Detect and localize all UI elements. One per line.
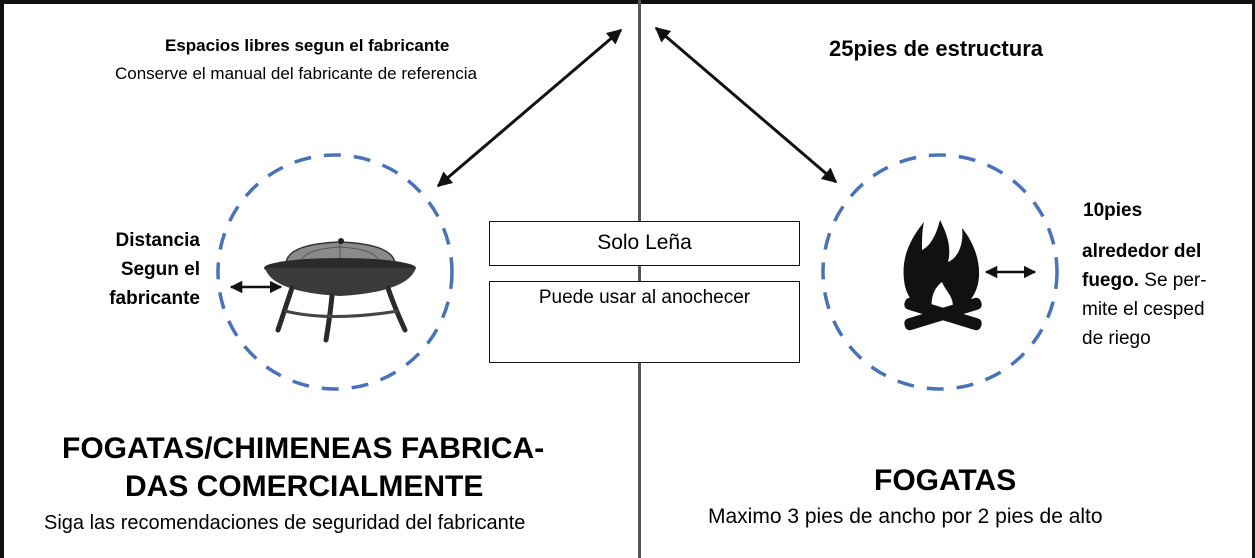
ten-feet-label: 10pies xyxy=(1083,200,1143,221)
clearance-note: Conserve el manual del fabricante de ref… xyxy=(115,64,477,83)
left-diagonal-arrow xyxy=(436,28,623,188)
anochecer-label: Puede usar al anochecer xyxy=(538,287,751,308)
distance-line-2: Segun el xyxy=(120,259,200,280)
left-clearance-circle xyxy=(216,153,454,391)
right-heading: FOGATAS xyxy=(874,464,1017,497)
left-heading-line-2: DAS COMERCIALMENTE xyxy=(125,470,484,503)
around-bold-word: fuego. xyxy=(1082,270,1139,291)
distance-label: Distancia Segun el fabricante xyxy=(82,226,200,313)
distance-line-1: Distancia xyxy=(115,230,200,251)
solo-lena-box: Solo Leña xyxy=(489,221,800,266)
frame-right-border xyxy=(1252,0,1255,558)
solo-lena-label: Solo Leña xyxy=(597,231,692,254)
frame-left-border xyxy=(0,0,4,558)
around-line-3: mite el cesped xyxy=(1082,299,1205,320)
right-subtitle: Maximo 3 pies de ancho por 2 pies de alt… xyxy=(708,505,1103,528)
around-rest: Se per- xyxy=(1139,270,1207,291)
around-fire-text: alrededor del fuego. Se per- mite el ces… xyxy=(1082,237,1207,353)
campfire-icon xyxy=(903,220,982,331)
left-subtitle: Siga las recomendaciones de seguridad de… xyxy=(44,512,526,534)
fire-pit-icon xyxy=(264,238,416,343)
right-diagonal-arrow xyxy=(654,26,838,184)
left-heading-line-1: FOGATAS/CHIMENEAS FABRICA- xyxy=(62,432,545,465)
distance-line-3: fabricante xyxy=(109,288,200,309)
center-divider xyxy=(638,0,641,558)
right-clearance-circle xyxy=(821,153,1059,391)
around-line-1: alrededor del xyxy=(1082,241,1202,262)
clearance-title: Espacios libres segun el fabricante xyxy=(165,36,450,55)
structure-label: 25pies de estructura xyxy=(829,36,1043,61)
frame-top-border xyxy=(0,0,1255,4)
around-line-4: de riego xyxy=(1082,328,1151,349)
anochecer-box: Puede usar al anochecer xyxy=(489,281,800,363)
around-line-2: fuego. Se per- xyxy=(1082,266,1207,295)
